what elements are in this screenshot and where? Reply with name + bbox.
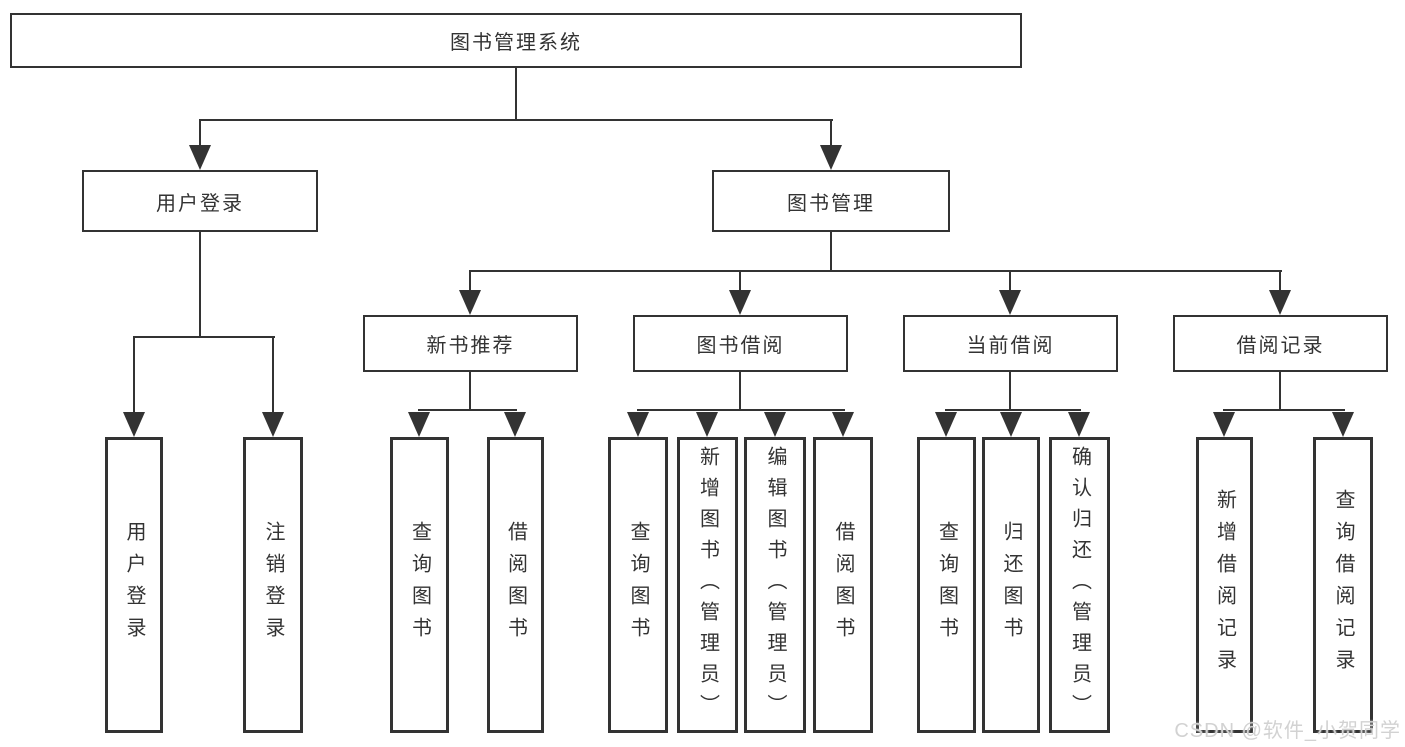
leaf-query-book-borrow-label: 查询图书 bbox=[627, 521, 649, 649]
arrow-down-icon bbox=[999, 290, 1021, 315]
leaf-add-book-admin-label: 新增图书（管理员） bbox=[696, 445, 719, 725]
leaf-return-book-label: 归还图书 bbox=[1000, 521, 1022, 649]
connector-leaf-logout-stem bbox=[272, 336, 274, 414]
leaf-borrow-book-borrow: 借阅图书 bbox=[813, 437, 873, 733]
arrow-down-icon bbox=[1269, 290, 1291, 315]
arrow-down-icon bbox=[189, 145, 211, 170]
node-book-borrow: 图书借阅 bbox=[633, 315, 848, 372]
arrow-down-icon bbox=[820, 145, 842, 170]
connector-level3-branch bbox=[469, 270, 1282, 272]
arrow-down-icon bbox=[729, 290, 751, 315]
leaf-query-book-newbook: 查询图书 bbox=[390, 437, 449, 733]
leaf-return-book: 归还图书 bbox=[982, 437, 1040, 733]
connector-user-login-stem bbox=[199, 119, 201, 147]
node-library-system-label: 图书管理系统 bbox=[450, 32, 582, 54]
arrow-down-icon bbox=[262, 412, 284, 437]
connector-book-borrow-branch bbox=[637, 409, 845, 411]
node-library-system: 图书管理系统 bbox=[10, 13, 1022, 68]
node-new-book-recommend: 新书推荐 bbox=[363, 315, 578, 372]
arrow-down-icon bbox=[935, 412, 957, 437]
leaf-edit-book-admin: 编辑图书（管理员） bbox=[744, 437, 806, 733]
leaf-borrow-book-newbook-label: 借阅图书 bbox=[504, 521, 527, 649]
leaf-user-login-label: 用户登录 bbox=[123, 521, 145, 649]
connector-current-borrow-down bbox=[1009, 372, 1011, 411]
leaf-query-book-current-label: 查询图书 bbox=[935, 521, 958, 649]
connector-borrow-records-branch bbox=[1223, 409, 1345, 411]
arrow-down-icon bbox=[1332, 412, 1354, 437]
leaf-add-borrow-record: 新增借阅记录 bbox=[1196, 437, 1253, 733]
leaf-query-borrow-record-label: 查询借阅记录 bbox=[1332, 489, 1354, 681]
leaf-user-login: 用户登录 bbox=[105, 437, 163, 733]
arrow-down-icon bbox=[1068, 412, 1090, 437]
connector-book-management-down bbox=[830, 232, 832, 272]
node-current-borrow: 当前借阅 bbox=[903, 315, 1118, 372]
arrow-down-icon bbox=[459, 290, 481, 315]
node-book-management-label: 图书管理 bbox=[787, 192, 875, 215]
node-user-login: 用户登录 bbox=[82, 170, 318, 232]
leaf-edit-book-admin-label: 编辑图书（管理员） bbox=[764, 445, 786, 725]
csdn-watermark: CSDN @软件_小贺同学 bbox=[1174, 720, 1401, 742]
connector-book-borrow-stem bbox=[739, 270, 741, 292]
arrow-down-icon bbox=[764, 412, 786, 437]
node-borrow-records: 借阅记录 bbox=[1173, 315, 1388, 372]
connector-root-stem bbox=[515, 68, 517, 121]
connector-leaf-user-login-stem bbox=[133, 336, 135, 414]
connector-book-borrow-down bbox=[739, 372, 741, 411]
leaf-logout-label: 注销登录 bbox=[262, 521, 284, 649]
node-book-management: 图书管理 bbox=[712, 170, 950, 232]
arrow-down-icon bbox=[627, 412, 649, 437]
node-book-borrow-label: 图书借阅 bbox=[696, 335, 785, 357]
connector-book-management-stem bbox=[830, 119, 832, 147]
connector-user-login-down bbox=[199, 232, 201, 338]
arrow-down-icon bbox=[123, 412, 145, 437]
leaf-add-borrow-record-label: 新增借阅记录 bbox=[1213, 489, 1236, 681]
connector-new-book-stem bbox=[469, 270, 471, 292]
connector-new-book-branch bbox=[418, 409, 517, 411]
arrow-down-icon bbox=[1213, 412, 1235, 437]
arrow-down-icon bbox=[1000, 412, 1022, 437]
leaf-confirm-return-admin: 确认归还（管理员） bbox=[1049, 437, 1110, 733]
arrow-down-icon bbox=[408, 412, 430, 437]
connector-current-borrow-branch bbox=[945, 409, 1081, 411]
arrow-down-icon bbox=[504, 412, 526, 437]
leaf-borrow-book-borrow-label: 借阅图书 bbox=[832, 521, 854, 649]
connector-level2-branch bbox=[199, 119, 833, 121]
connector-user-login-branch bbox=[133, 336, 275, 338]
node-new-book-recommend-label: 新书推荐 bbox=[426, 335, 515, 357]
leaf-logout: 注销登录 bbox=[243, 437, 303, 733]
leaf-query-borrow-record: 查询借阅记录 bbox=[1313, 437, 1373, 733]
connector-borrow-record-stem bbox=[1279, 270, 1281, 292]
arrow-down-icon bbox=[696, 412, 718, 437]
arrow-down-icon bbox=[832, 412, 854, 437]
node-borrow-records-label: 借阅记录 bbox=[1236, 335, 1325, 357]
connector-borrow-records-down bbox=[1279, 372, 1281, 411]
leaf-query-book-newbook-label: 查询图书 bbox=[408, 521, 431, 649]
connector-current-borrow-stem bbox=[1009, 270, 1011, 292]
connector-new-book-down bbox=[469, 372, 471, 411]
leaf-confirm-return-admin-label: 确认归还（管理员） bbox=[1068, 445, 1091, 725]
leaf-query-book-borrow: 查询图书 bbox=[608, 437, 668, 733]
node-current-borrow-label: 当前借阅 bbox=[966, 335, 1055, 357]
leaf-borrow-book-newbook: 借阅图书 bbox=[487, 437, 544, 733]
node-user-login-label: 用户登录 bbox=[156, 192, 244, 215]
leaf-add-book-admin: 新增图书（管理员） bbox=[677, 437, 738, 733]
leaf-query-book-current: 查询图书 bbox=[917, 437, 976, 733]
